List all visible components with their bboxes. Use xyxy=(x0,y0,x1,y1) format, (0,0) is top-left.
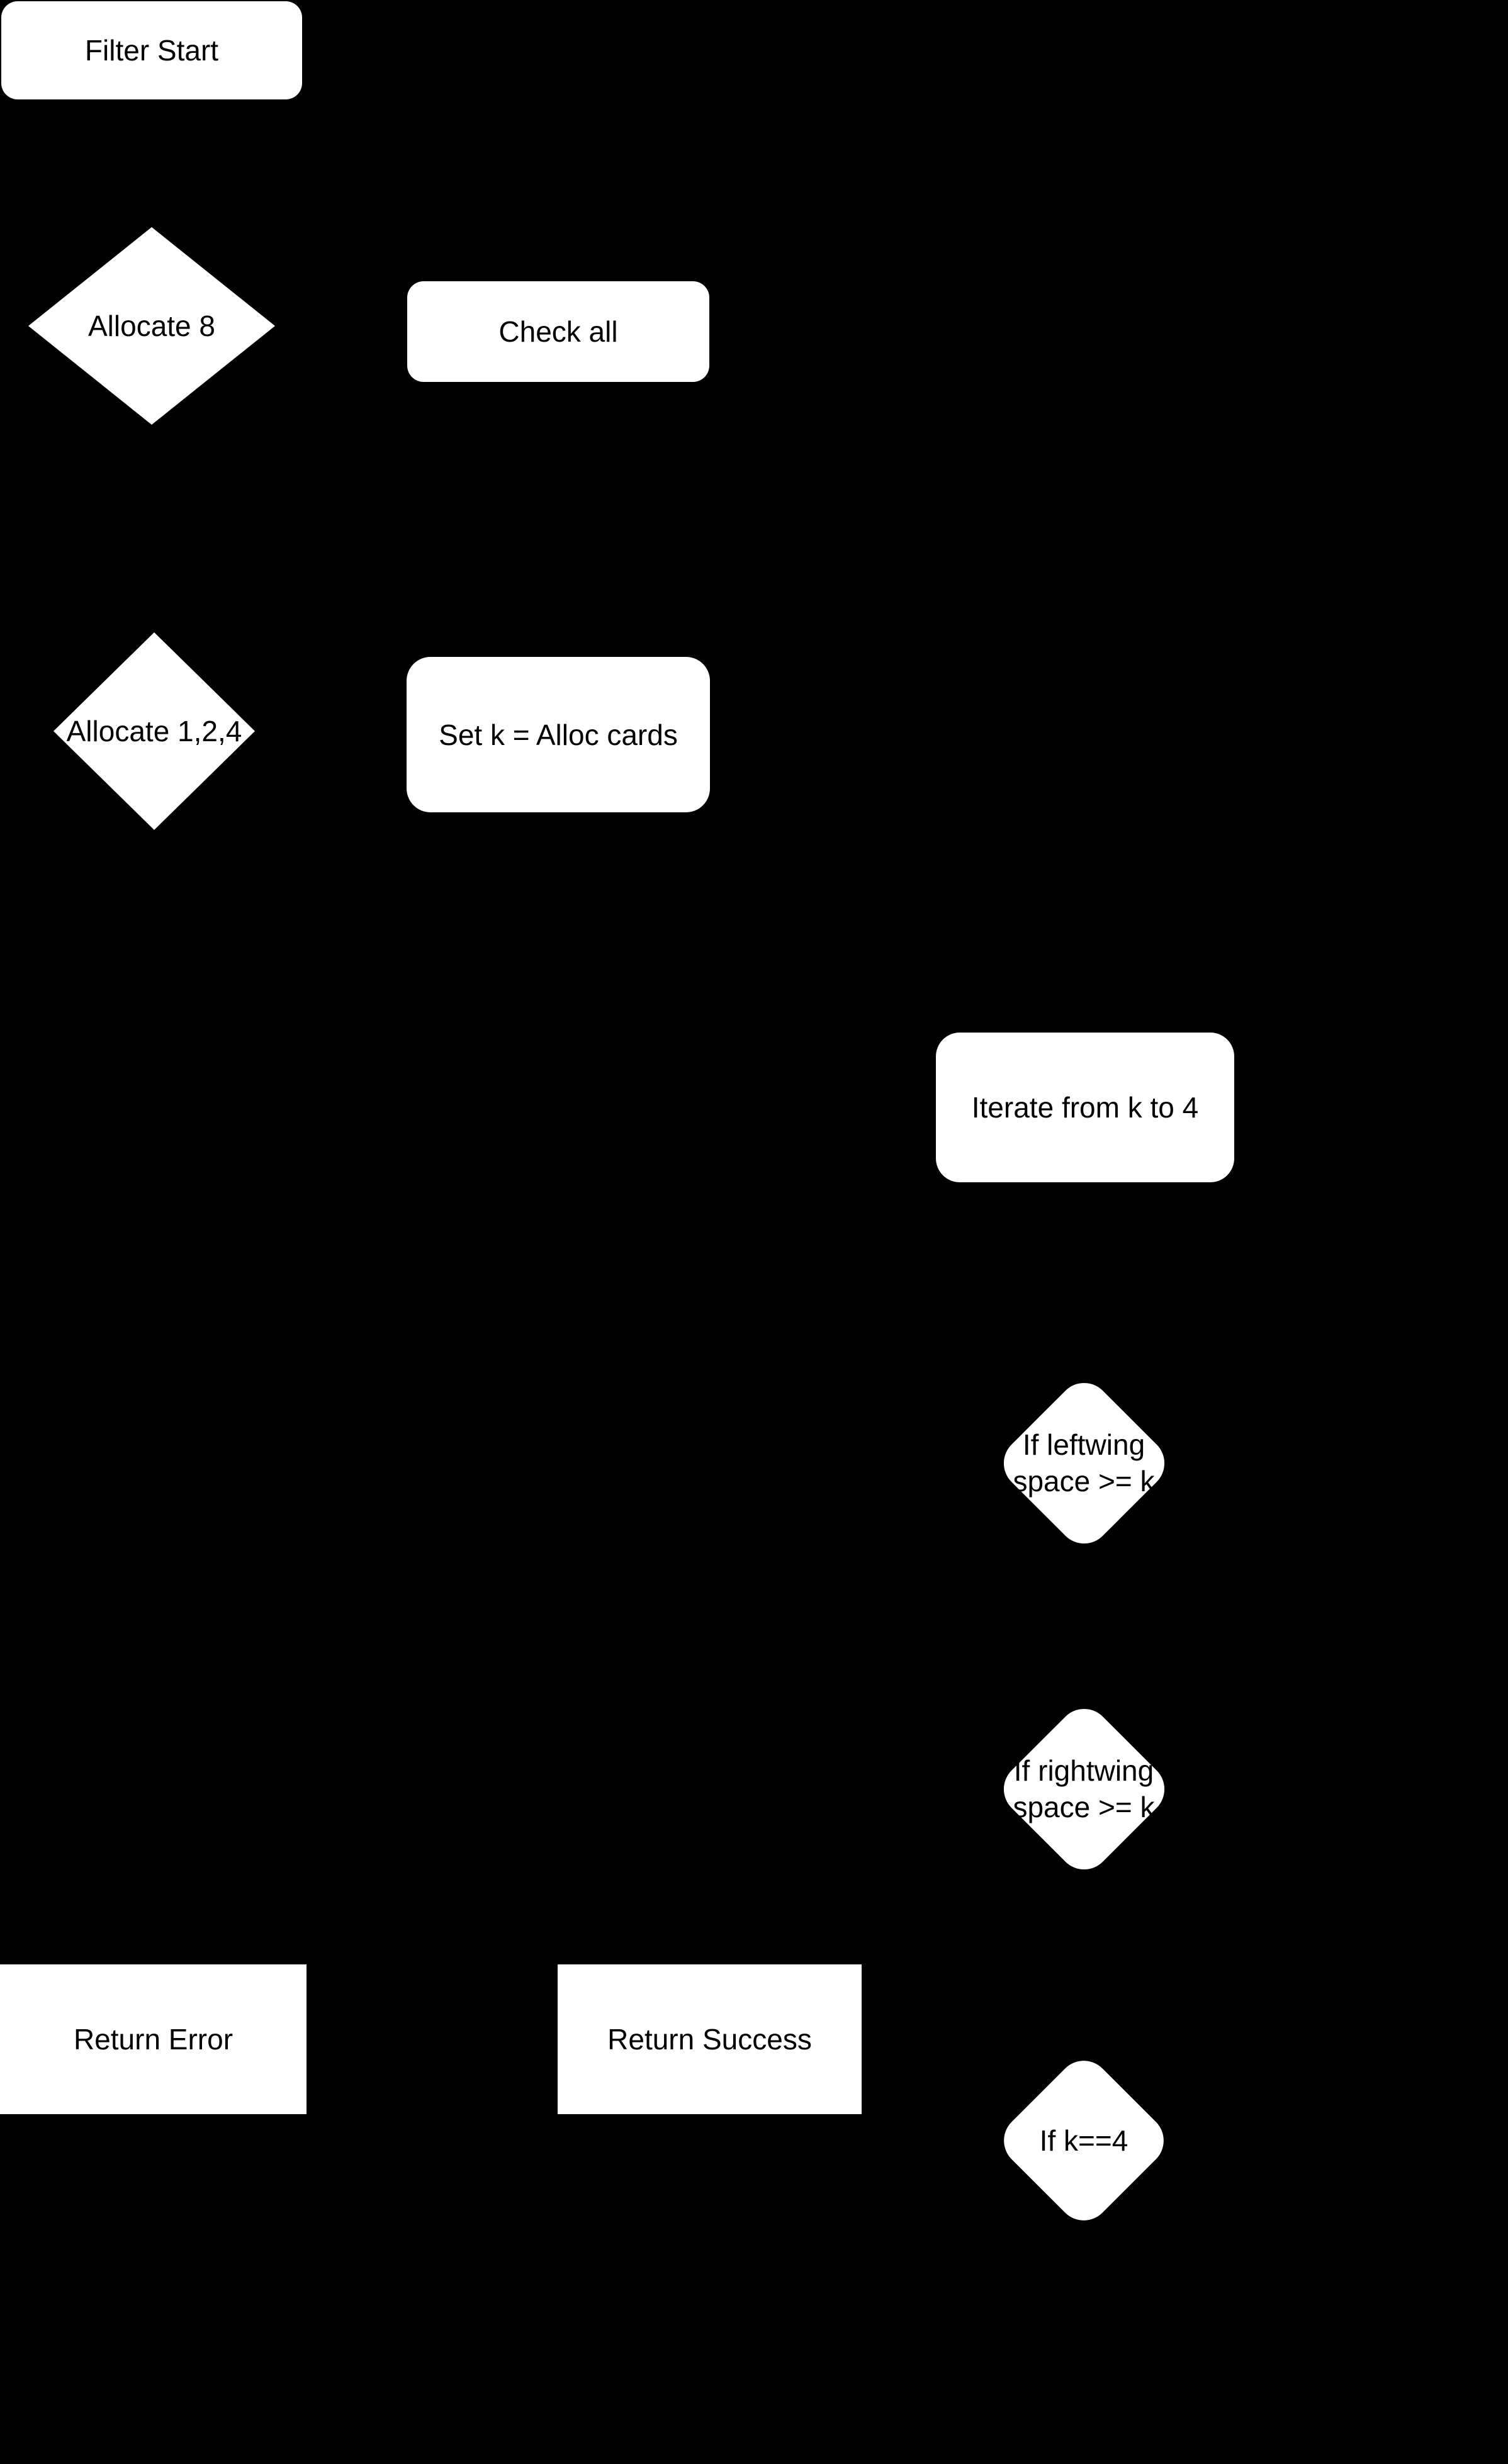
if-leftwing-line1: If leftwing xyxy=(1022,1428,1145,1461)
if-rightwing-line1: If rightwing xyxy=(1013,1754,1154,1787)
node-check-all: Check all xyxy=(407,281,709,382)
node-allocate-1-2-4-label: Allocate 1,2,4 xyxy=(66,715,242,748)
if-leftwing-line2: space >= k xyxy=(1013,1465,1155,1498)
node-if-rightwing-label: If rightwing space >= k xyxy=(945,1739,1222,1839)
if-rightwing-line2: space >= k xyxy=(1013,1791,1155,1823)
node-set-k: Set k = Alloc cards xyxy=(407,657,710,812)
node-if-leftwing-label: If leftwing space >= k xyxy=(945,1413,1222,1513)
node-return-error: Return Error xyxy=(0,1964,307,2114)
node-allocate-8-label: Allocate 8 xyxy=(87,310,215,342)
node-return-success: Return Success xyxy=(558,1964,862,2114)
node-if-k-equals-4-label: If k==4 xyxy=(1039,2124,1128,2157)
node-iterate-from-k-to-4: Iterate from k to 4 xyxy=(936,1033,1234,1182)
node-filter-start: Filter Start xyxy=(1,1,302,99)
